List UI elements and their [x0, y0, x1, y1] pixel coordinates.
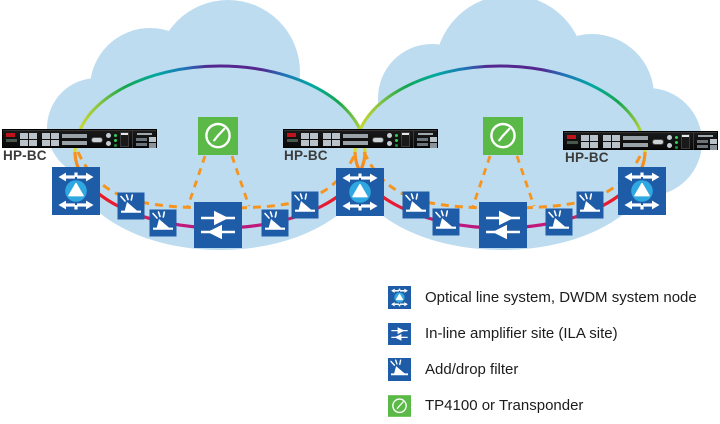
- device-sfp-slots: [62, 134, 87, 138]
- device-leds: [114, 134, 117, 137]
- hp-bc-device: [283, 129, 438, 148]
- add-drop-filter-icon: [149, 209, 177, 237]
- add-drop-filter-icon: [291, 191, 319, 219]
- device-module-label: [137, 133, 152, 135]
- device-sfp-slots: [343, 134, 368, 138]
- ila-icon: [194, 202, 242, 248]
- ila-icon: [388, 323, 411, 345]
- ila-icon: [479, 202, 527, 248]
- device-logo-text: [567, 141, 578, 144]
- device-logo: [567, 135, 576, 139]
- device-ethernet-ports: [301, 133, 309, 139]
- device-logo: [287, 133, 296, 137]
- hp-bc-device: [2, 129, 157, 148]
- device-logo: [6, 133, 15, 137]
- device-divider: [693, 133, 694, 150]
- device-module-label: [698, 135, 713, 137]
- device-round-connectors: [387, 133, 392, 138]
- device-divider: [413, 131, 414, 148]
- device-label: HP-BC: [284, 148, 328, 163]
- add-drop-filter-icon: [117, 192, 145, 220]
- hp-bc-device: [563, 131, 718, 150]
- legend-item-dwdm: Optical line system, DWDM system node: [388, 286, 697, 309]
- device-label: HP-BC: [3, 148, 47, 163]
- device-leds: [675, 136, 678, 139]
- add-drop-filter-icon: [388, 358, 411, 381]
- legend-item-transponder: TP4100 or Transponder: [388, 394, 697, 417]
- device-module: [681, 134, 690, 149]
- device-right-ports: [430, 137, 437, 142]
- dwdm-node-icon: [388, 286, 411, 309]
- clock-dashed-legs: [186, 155, 536, 207]
- device-module: [120, 132, 129, 147]
- device-logo-text: [287, 139, 298, 142]
- clock-icon: [483, 117, 523, 155]
- dwdm-node-icon: [52, 167, 100, 215]
- clock-icon: [388, 395, 411, 417]
- device-serial-port: [652, 139, 664, 145]
- clock-icon: [198, 117, 238, 155]
- legend-label: In-line amplifier site (ILA site): [425, 325, 618, 342]
- device-divider: [132, 131, 133, 148]
- add-drop-filter-icon: [545, 208, 573, 236]
- device-serial-port: [372, 137, 384, 143]
- device-module: [401, 132, 410, 147]
- rainbow-arc-top-left: [73, 64, 367, 153]
- device-ethernet-ports: [20, 133, 28, 139]
- legend-label: Optical line system, DWDM system node: [425, 289, 697, 306]
- legend-item-ila: In-line amplifier site (ILA site): [388, 322, 697, 345]
- device-right-ports: [149, 137, 156, 142]
- legend-label: Add/drop filter: [425, 361, 519, 378]
- device-label: HP-BC: [565, 150, 609, 165]
- add-drop-filter-icon: [261, 209, 289, 237]
- device-leds: [395, 134, 398, 137]
- device-right-slots: [417, 138, 428, 141]
- device-round-connectors: [106, 133, 111, 138]
- device-right-slots: [136, 138, 147, 141]
- device-serial-port: [91, 137, 103, 143]
- device-sfp-slots: [623, 136, 648, 140]
- device-round-connectors: [667, 135, 672, 140]
- dwdm-node-icon: [336, 168, 384, 216]
- add-drop-filter-icon: [402, 191, 430, 219]
- dwdm-node-icon: [618, 167, 666, 215]
- add-drop-filter-icon: [432, 208, 460, 236]
- legend-label: TP4100 or Transponder: [425, 397, 584, 414]
- rainbow-arc-top-right: [353, 64, 647, 153]
- legend-item-add-drop: Add/drop filter: [388, 358, 697, 381]
- add-drop-filter-icon: [576, 191, 604, 219]
- device-right-slots: [697, 140, 708, 143]
- device-right-ports: [710, 139, 717, 144]
- legend: Optical line system, DWDM system node In…: [388, 286, 697, 417]
- device-ethernet-ports: [581, 135, 589, 141]
- device-logo-text: [6, 139, 17, 142]
- device-module-label: [418, 133, 433, 135]
